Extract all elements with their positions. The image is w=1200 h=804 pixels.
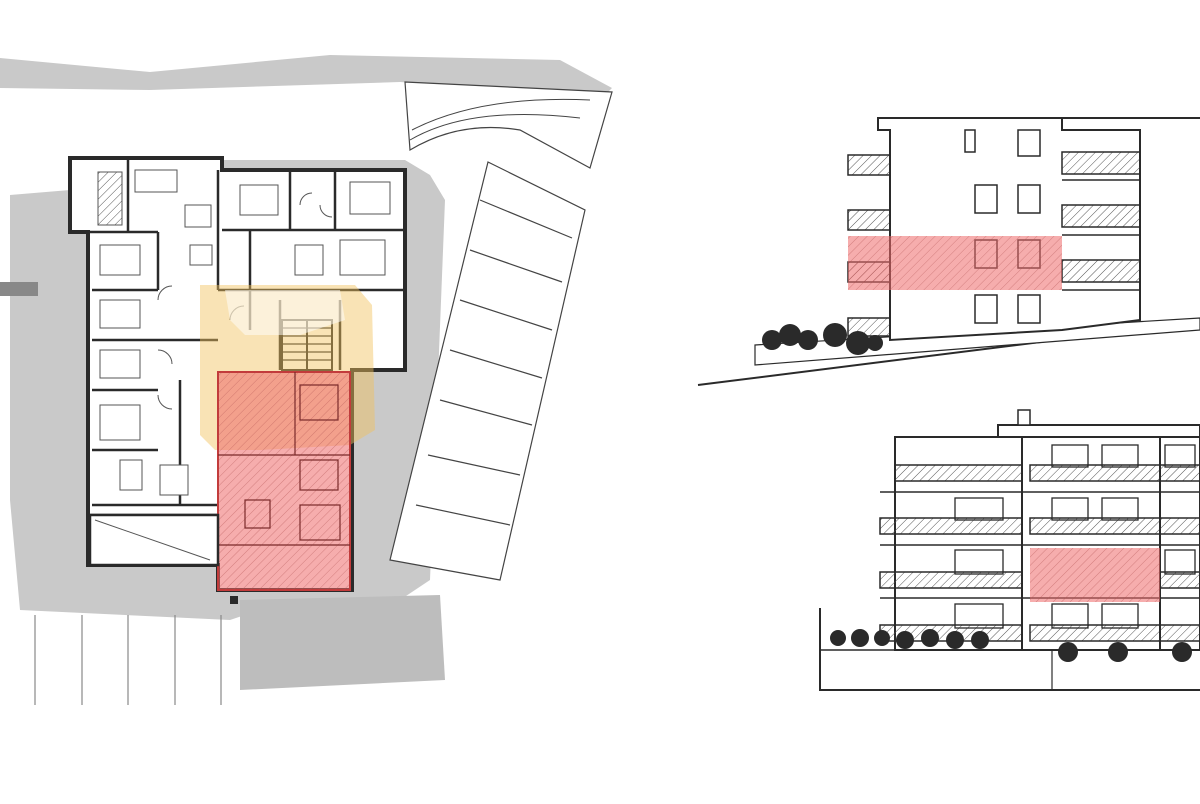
shrubs-side [762, 323, 883, 355]
ramp-curve [409, 113, 581, 141]
parking-strip [389, 161, 586, 581]
windows-front [954, 444, 1196, 629]
road-stub [0, 282, 38, 296]
site-plan [0, 55, 613, 705]
highlight-apartment [217, 371, 351, 591]
ramp-outline [404, 81, 613, 169]
shrubs-front [830, 629, 1192, 662]
furniture [97, 169, 391, 496]
balcony-rails [879, 464, 1200, 642]
highlight-floor-side [848, 236, 1062, 290]
base-wall [819, 608, 1200, 691]
highlight-amber-inner [225, 290, 345, 335]
elevation-front [819, 409, 1200, 691]
roof [997, 424, 1200, 438]
balconies-right [1061, 151, 1141, 291]
highlight-floor-front [1030, 548, 1160, 602]
entrance-marker [230, 596, 238, 604]
elevation-side [697, 117, 1200, 386]
ground-lower [240, 595, 445, 690]
parking-bays [34, 615, 222, 705]
interior-walls [88, 160, 405, 517]
ramp-curve [411, 98, 591, 131]
